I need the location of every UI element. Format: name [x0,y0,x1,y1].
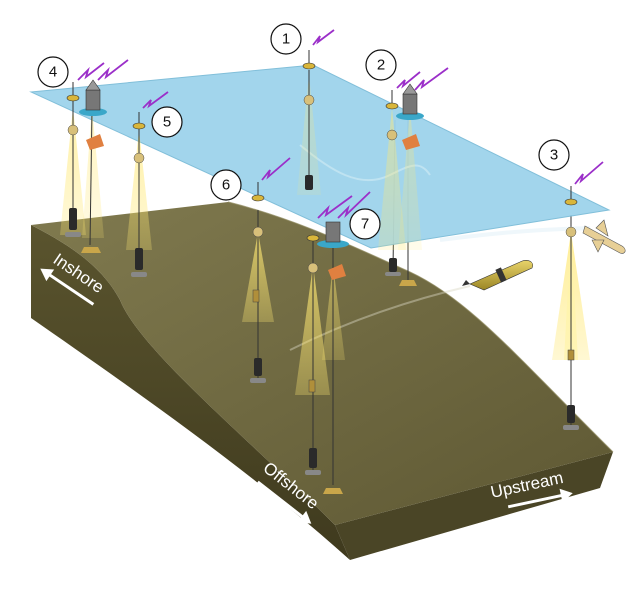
discus-buoy-7 [306,221,349,248]
callout-7: 7 [349,208,381,240]
glider-vehicle [582,219,626,254]
callout-3: 3 [538,139,570,171]
callout-5-number: 5 [163,114,171,131]
seafloor-front-face [31,225,350,560]
callout-1: 1 [270,23,302,55]
buoy-3 [564,186,578,206]
callout-7-number: 7 [361,216,369,233]
callout-3-number: 3 [550,147,558,164]
offshore-arrow [256,480,312,524]
inshore-arrow [40,268,95,306]
callout-5: 5 [151,106,183,138]
buoy-1 [302,50,316,70]
radio-signals [77,29,604,219]
discus-buoy-2 [396,83,424,120]
buoy-5 [132,112,146,130]
shelf-edge-line [227,201,614,453]
seafloor-right-face [335,452,613,560]
mooring-instruments [67,94,577,393]
discus-buoy-4 [79,79,107,116]
callout-6-number: 6 [222,177,230,194]
buoy-6 [251,182,265,202]
surface-buoys [66,50,578,248]
callout-1-number: 1 [282,31,290,48]
buoy-4 [66,82,80,102]
mooring-callouts: 1 2 3 4 5 6 7 [37,23,570,240]
callout-6: 6 [210,169,242,201]
buoy-2 [385,90,399,110]
mooring-anchors-shallow [65,175,313,277]
auv-vehicle [462,260,533,291]
callout-2: 2 [365,49,397,81]
upstream-arrow [507,488,573,509]
callout-4: 4 [37,56,69,88]
callout-4-number: 4 [49,64,57,81]
mooring-lines-shallow [72,70,310,265]
mooring-anchors-deep [250,258,579,494]
callout-2-number: 2 [377,57,385,74]
